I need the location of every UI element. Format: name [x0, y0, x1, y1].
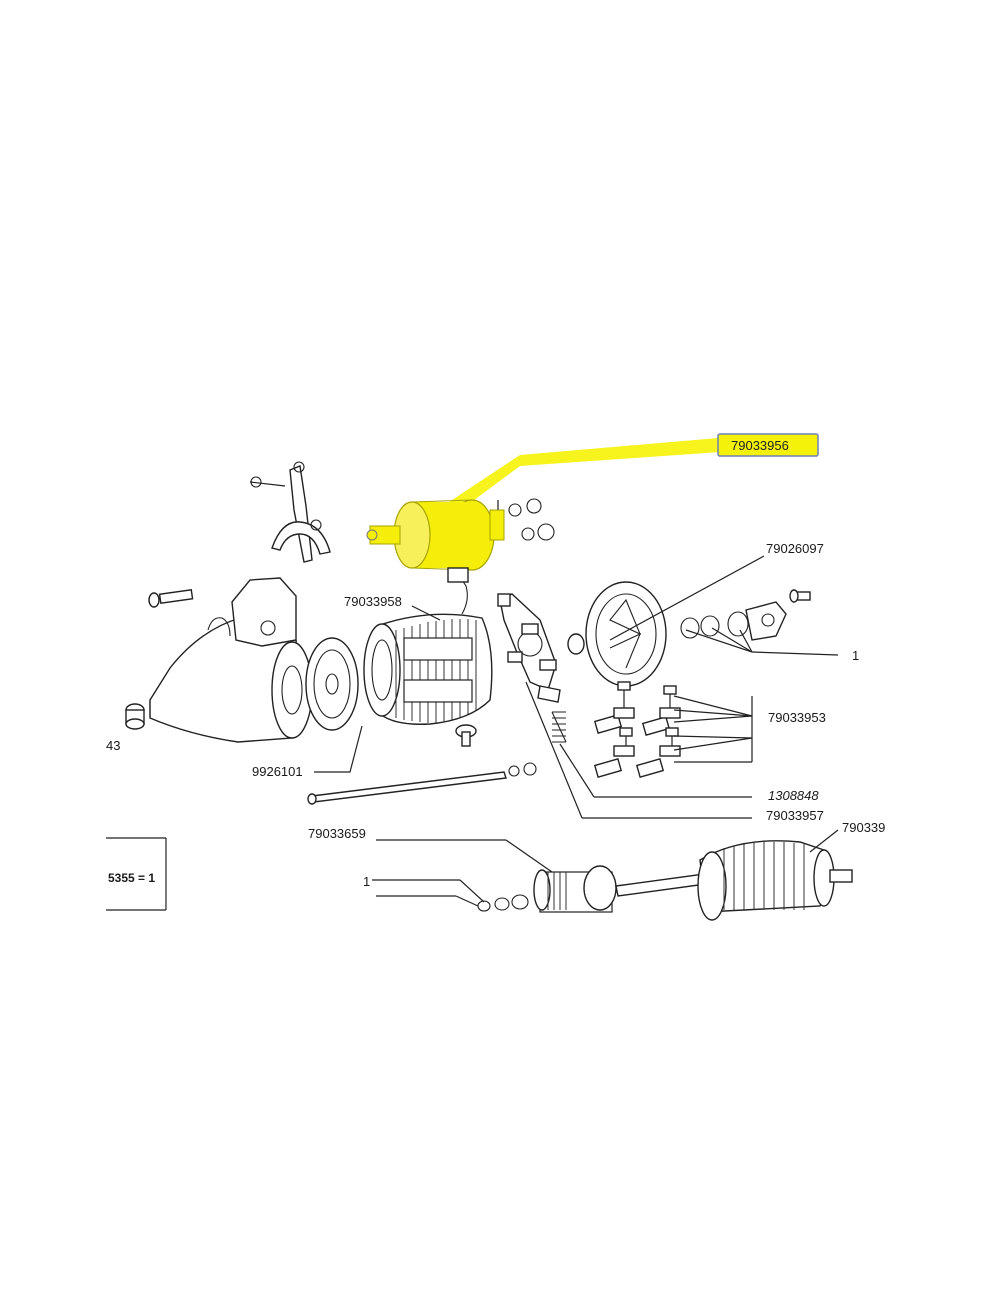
armature-label: 790339 [842, 820, 885, 835]
solenoid-part[interactable] [366, 499, 505, 571]
solenoid-nuts[interactable] [508, 498, 555, 541]
brush-spring-part[interactable] [551, 711, 567, 743]
field-coil-part[interactable] [363, 567, 493, 725]
end-cover-part[interactable] [567, 581, 667, 687]
armature-part[interactable] [615, 840, 853, 921]
drive-housing-part[interactable] [149, 577, 313, 743]
brushes-label: 79033953 [768, 710, 826, 725]
solenoid-label-box[interactable] [717, 433, 819, 457]
brush-holder-part[interactable] [497, 593, 557, 691]
spacer-label: 9926101 [252, 764, 303, 779]
table-note-label: 5355 = 1 [108, 871, 155, 885]
end-cover-label: 79026097 [766, 541, 824, 556]
spring-label: 1308848 [768, 788, 819, 803]
left-ref-label: 43 [106, 738, 120, 753]
brush-holder-label: 79033957 [766, 808, 824, 823]
drive-pinion-part[interactable] [533, 865, 617, 913]
highlight-leader [443, 438, 720, 512]
field-screw-part[interactable] [455, 724, 477, 747]
spacer-plate-part[interactable] [305, 637, 359, 731]
housing-bushing-part[interactable] [125, 703, 145, 730]
through-bolt-part[interactable] [307, 762, 537, 805]
reference-table-fragment [106, 837, 167, 911]
shift-lever-part[interactable] [249, 461, 331, 563]
end-cover-screw-part[interactable] [789, 589, 811, 603]
pinion-washers-part[interactable] [477, 894, 529, 912]
solenoid-label: 79033956 [731, 438, 789, 453]
bracket-note-label: 1 [852, 648, 859, 663]
pinion-note-label: 1 [363, 874, 370, 889]
end-cover-seal-part[interactable] [680, 601, 787, 641]
brushes-part[interactable] [593, 681, 681, 778]
housing-bolt-part[interactable] [148, 589, 194, 608]
field-coil-label: 79033958 [344, 594, 402, 609]
brush-holder-clip-part[interactable] [537, 685, 561, 703]
leader-lines [314, 555, 839, 907]
drive-pinion-label: 79033659 [308, 826, 366, 841]
